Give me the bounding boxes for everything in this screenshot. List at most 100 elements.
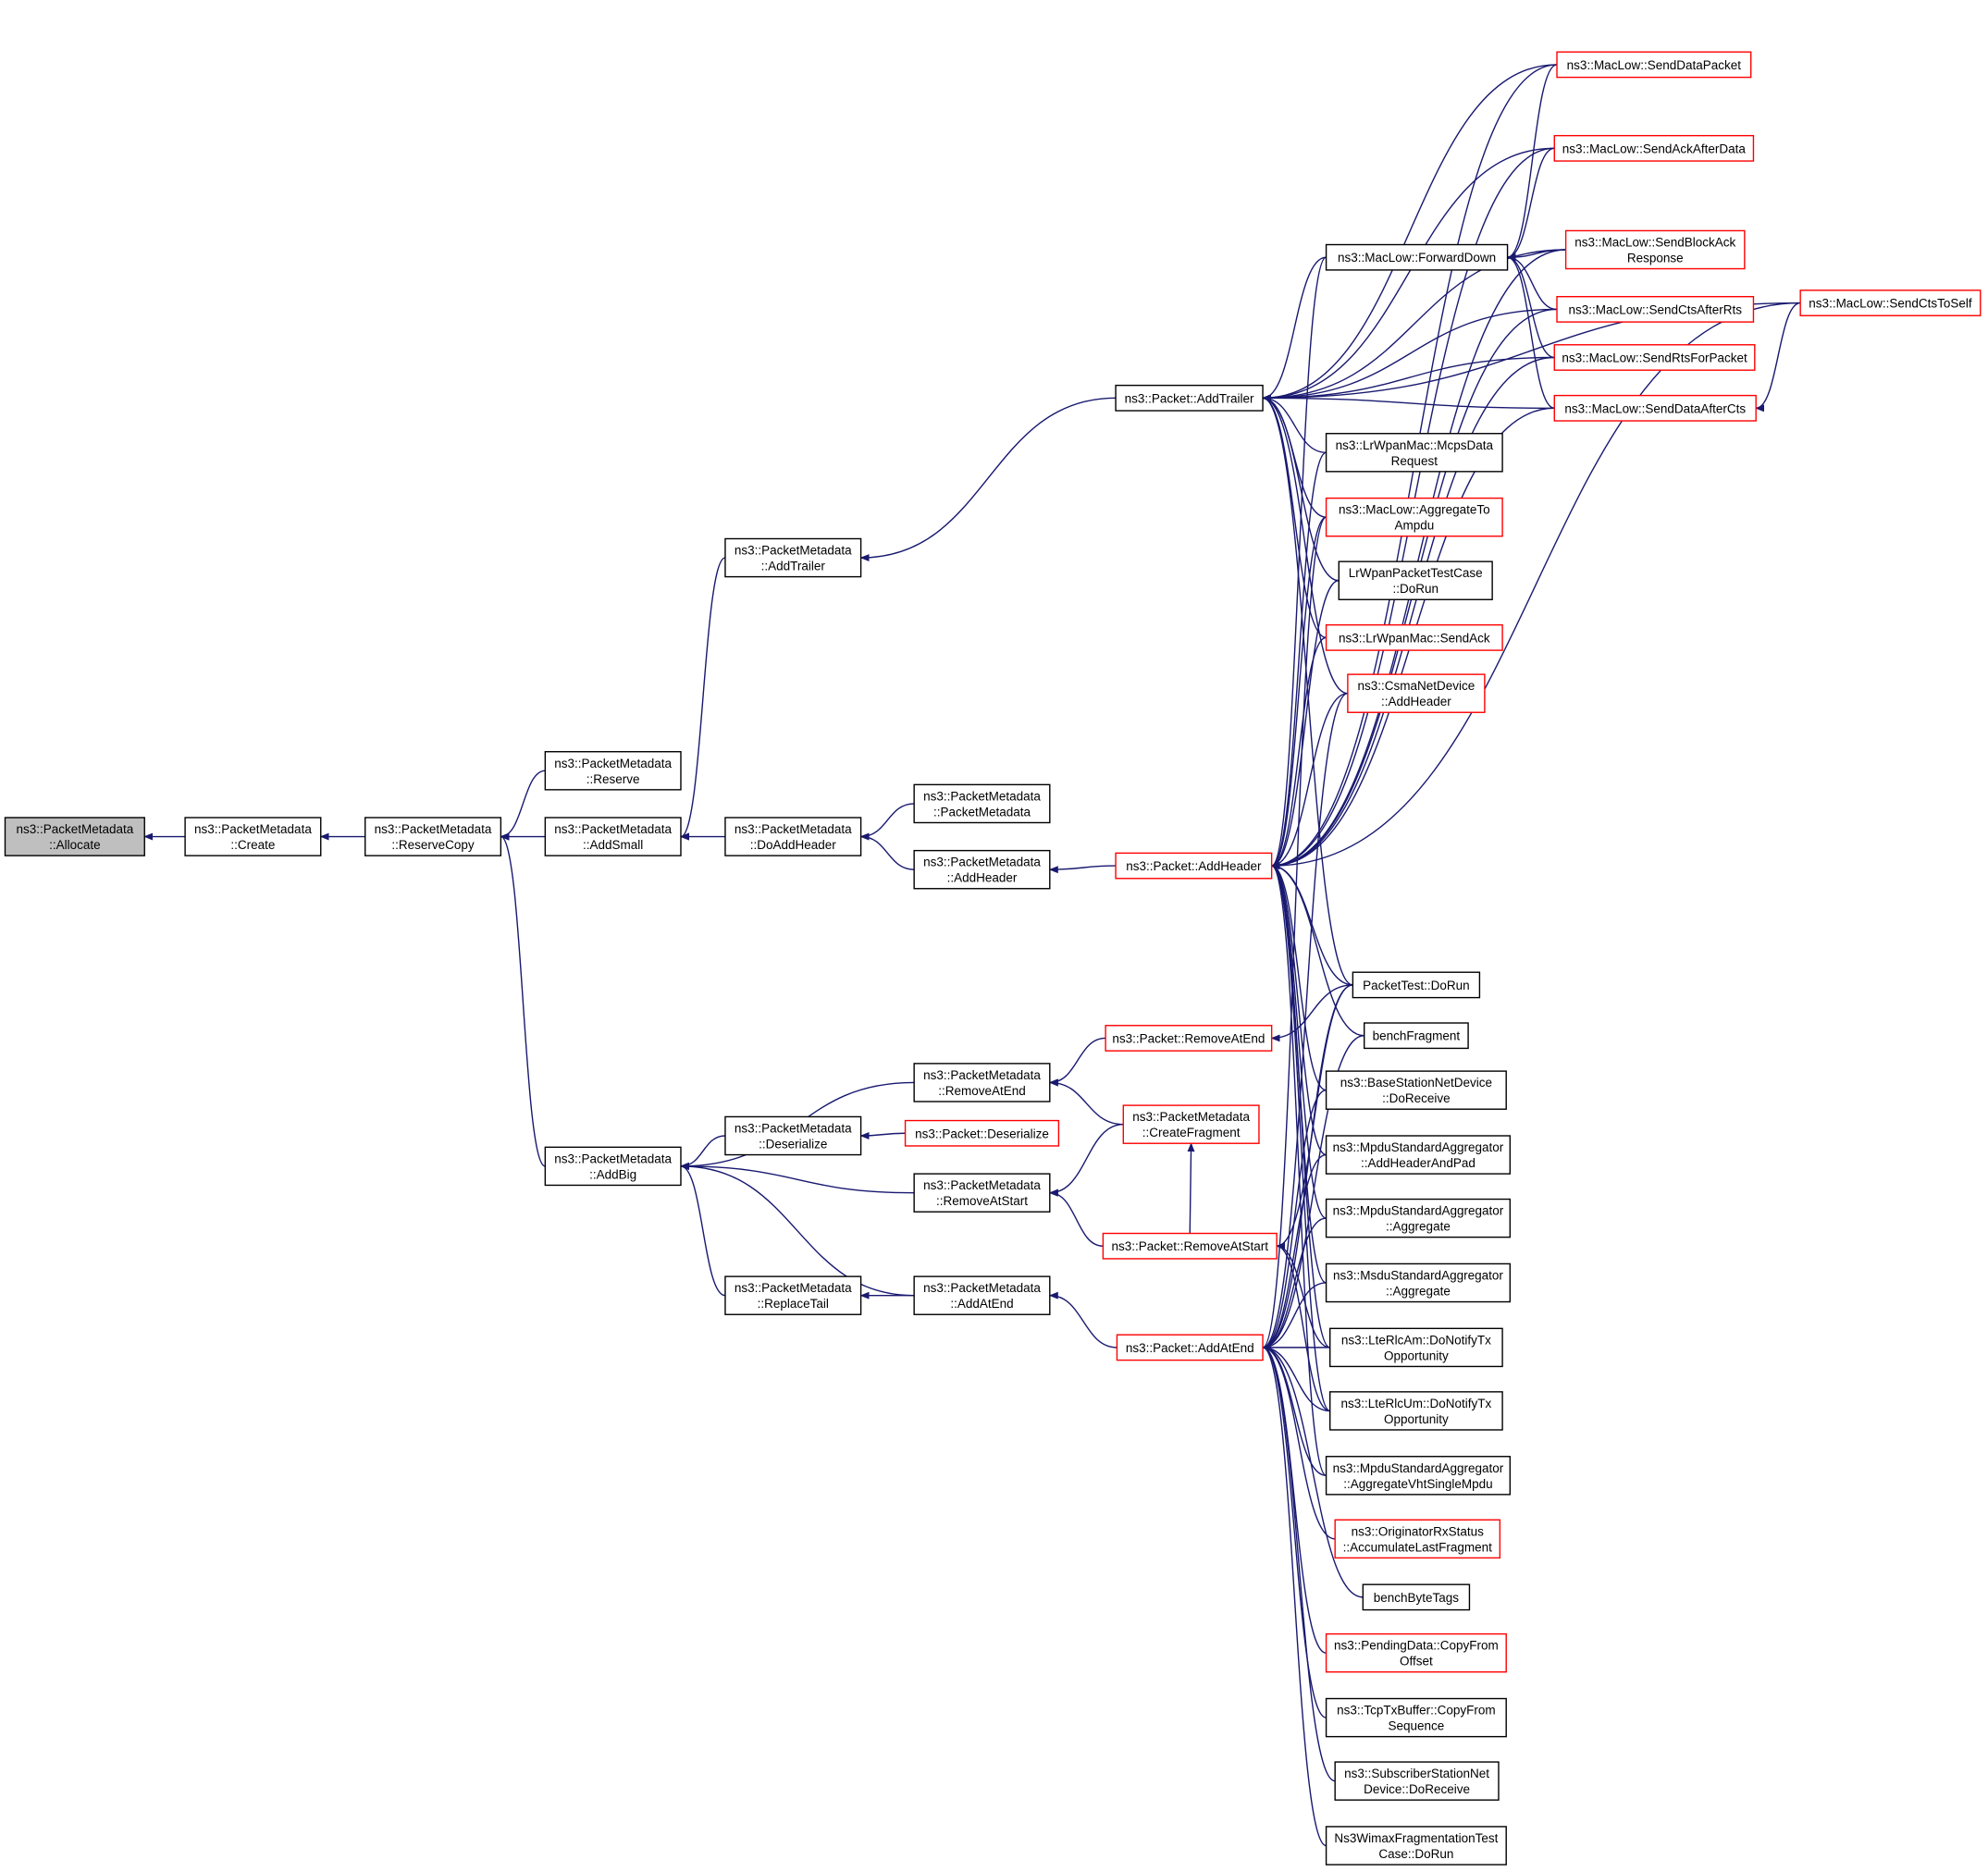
call-edge [1276, 1242, 1330, 1349]
graph-node-originator[interactable]: ns3::OriginatorRxStatus::AccumulateLastF… [1334, 1519, 1501, 1559]
node-box [1325, 497, 1503, 537]
graph-node-msdu-aggregate[interactable]: ns3::MsduStandardAggregator::Aggregate [1325, 1262, 1512, 1303]
graph-node-pm-removeatstart[interactable]: ns3::PacketMetadata::RemoveAtStart [913, 1173, 1051, 1213]
node-box [913, 783, 1051, 824]
call-edge [500, 832, 546, 1167]
call-edge [1506, 253, 1558, 311]
graph-node-forwarddown[interactable]: ns3::MacLow::ForwardDown [1325, 243, 1509, 271]
node-label: ::Aggregate [1386, 1284, 1451, 1298]
node-box [1325, 623, 1503, 651]
call-edge [1262, 356, 1555, 402]
node-label: Opportunity [1384, 1349, 1449, 1362]
node-label: ns3::PacketMetadata [923, 789, 1041, 803]
node-label: benchFragment [1373, 1029, 1461, 1043]
node-label: ns3::OriginatorRxStatus [1352, 1524, 1485, 1538]
graph-node-reservecopy[interactable]: ns3::PacketMetadata::ReserveCopy [364, 817, 502, 856]
graph-node-ss-doreceive[interactable]: ns3::SubscriberStationNetDevice::DoRecei… [1334, 1761, 1500, 1801]
graph-node-mpdu-aggregate[interactable]: ns3::MpduStandardAggregator::Aggregate [1325, 1198, 1512, 1238]
graph-node-mpdu-addheaderandpad[interactable]: ns3::MpduStandardAggregator::AddHeaderAn… [1325, 1135, 1512, 1175]
graph-node-create[interactable]: ns3::PacketMetadata::Create [184, 817, 322, 856]
graph-node-sendctstoself[interactable]: ns3::MacLow::SendCtsToSelf [1799, 289, 1982, 316]
node-label: ns3::LrWpanMac::SendAck [1339, 631, 1490, 645]
graph-node-p-addatend[interactable]: ns3::Packet::AddAtEnd [1116, 1334, 1264, 1361]
graph-node-mpdu-vht[interactable]: ns3::MpduStandardAggregator::AggregateVh… [1325, 1456, 1512, 1496]
node-label: ns3::MacLow::SendRtsForPacket [1562, 351, 1747, 364]
graph-node-pm-addheader[interactable]: ns3::PacketMetadata::AddHeader [913, 849, 1051, 890]
node-box [1325, 433, 1503, 473]
node-label: ns3::PacketMetadata [194, 822, 312, 836]
node-box [1556, 296, 1755, 323]
call-edge [1506, 253, 1555, 410]
graph-node-senddatapacket[interactable]: ns3::MacLow::SendDataPacket [1556, 51, 1752, 79]
graph-node-lrwpan-sendack[interactable]: ns3::LrWpanMac::SendAck [1325, 623, 1503, 651]
graph-node-csma-addheader[interactable]: ns3::CsmaNetDevice::AddHeader [1347, 673, 1486, 713]
node-box [1363, 1022, 1469, 1050]
graph-node-addbig[interactable]: ns3::PacketMetadata::AddBig [544, 1146, 682, 1187]
node-label: ns3::MpduStandardAggregator [1333, 1461, 1504, 1475]
graph-node-pm-createfragment[interactable]: ns3::PacketMetadata::CreateFragment [1122, 1104, 1260, 1144]
graph-node-lrwpantestcase[interactable]: LrWpanPacketTestCase::DoRun [1338, 560, 1493, 600]
node-box [1102, 1232, 1278, 1260]
node-box [1352, 971, 1481, 999]
graph-node-benchfragment[interactable]: benchFragment [1363, 1022, 1469, 1050]
graph-node-pm-addatend[interactable]: ns3::PacketMetadata::AddAtEnd [913, 1275, 1051, 1315]
graph-node-pm-deserialize[interactable]: ns3::PacketMetadata::Deserialize [724, 1115, 862, 1156]
node-box [1325, 1198, 1512, 1238]
call-edge [679, 557, 726, 841]
graph-node-benchbytetags[interactable]: benchByteTags [1362, 1583, 1471, 1611]
call-edge [1506, 253, 1555, 359]
graph-node-reserve[interactable]: ns3::PacketMetadata::Reserve [544, 751, 682, 791]
graph-node-pm-replacetail[interactable]: ns3::PacketMetadata::ReplaceTail [724, 1275, 862, 1315]
node-label: ::AddAtEnd [950, 1297, 1013, 1311]
node-box [1122, 1104, 1260, 1144]
graph-node-p-deserialize[interactable]: ns3::Packet::Deserialize [904, 1119, 1060, 1147]
call-edge [1262, 1343, 1336, 1540]
graph-node-p-removeatstart[interactable]: ns3::Packet::RemoveAtStart [1102, 1232, 1278, 1260]
graph-node-p-addheader[interactable]: ns3::Packet::AddHeader [1115, 852, 1273, 880]
node-label: benchByteTags [1374, 1591, 1460, 1605]
node-label: ::Aggregate [1386, 1220, 1451, 1234]
node-label: ::Create [230, 838, 275, 852]
node-box [1564, 229, 1746, 270]
node-label: ns3::LteRlcUm::DoNotifyTx [1340, 1397, 1491, 1410]
graph-node-allocate: ns3::PacketMetadata::Allocate [4, 817, 145, 856]
call-edge [679, 1162, 915, 1297]
graph-node-senddataaftercts[interactable]: ns3::MacLow::SendDataAfterCts [1553, 394, 1757, 422]
graph-node-bs-doreceive[interactable]: ns3::BaseStationNetDevice::DoReceive [1325, 1070, 1507, 1110]
call-edge [1270, 516, 1327, 869]
graph-node-pm-addtrailer[interactable]: ns3::PacketMetadata::AddTrailer [724, 537, 862, 578]
graph-node-p-removeatend[interactable]: ns3::Packet::RemoveAtEnd [1105, 1025, 1273, 1052]
call-edge [1270, 862, 1364, 1037]
call-edge [1262, 1035, 1364, 1351]
node-label: ns3::SubscriberStationNet [1344, 1767, 1489, 1780]
node-label: ns3::PacketMetadata [735, 822, 852, 836]
call-edge [1262, 394, 1353, 986]
graph-node-doaddheader[interactable]: ns3::PacketMetadata::DoAddHeader [724, 817, 862, 856]
node-label: ns3::PacketMetadata [554, 822, 672, 836]
node-box [1325, 1826, 1507, 1866]
node-label: ns3::MpduStandardAggregator [1333, 1204, 1504, 1218]
graph-node-packettest[interactable]: PacketTest::DoRun [1352, 971, 1481, 999]
call-edge [1506, 64, 1558, 262]
node-label: ::ReserveCopy [391, 838, 475, 852]
node-label: Response [1627, 251, 1684, 265]
node-label: ::CreateFragment [1142, 1126, 1241, 1139]
graph-node-addsmall[interactable]: ns3::PacketMetadata::AddSmall [544, 817, 682, 856]
node-label: ::RemoveAtStart [936, 1194, 1028, 1208]
graph-node-sendctsafterrts[interactable]: ns3::MacLow::SendCtsAfterRts [1556, 296, 1755, 323]
graph-node-pm-ctor[interactable]: ns3::PacketMetadata::PacketMetadata [913, 783, 1051, 824]
graph-node-sendackafterdata[interactable]: ns3::MacLow::SendAckAfterData [1553, 134, 1755, 162]
graph-node-sendrtsforpacket[interactable]: ns3::MacLow::SendRtsForPacket [1553, 344, 1756, 371]
node-box [184, 817, 322, 856]
graph-node-pm-removeatend[interactable]: ns3::PacketMetadata::RemoveAtEnd [913, 1063, 1051, 1102]
graph-node-p-addtrailer[interactable]: ns3::Packet::AddTrailer [1115, 384, 1264, 412]
node-label: ::AddBig [589, 1167, 636, 1181]
